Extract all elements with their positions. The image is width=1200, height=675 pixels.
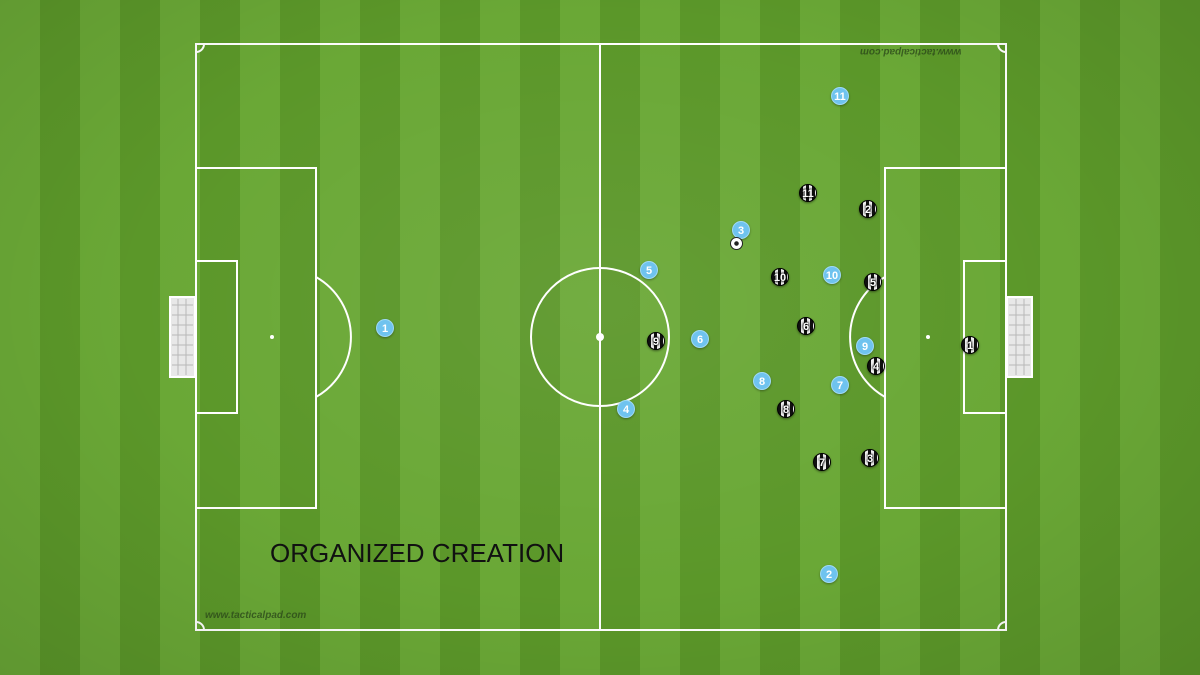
home-player-3[interactable]: 3	[732, 221, 750, 239]
away-player-1[interactable]: 1	[961, 336, 979, 354]
left-goal	[169, 296, 196, 378]
away-player-2[interactable]: 2	[859, 200, 877, 218]
diagram-title: ORGANIZED CREATION	[270, 538, 565, 568]
home-player-10[interactable]: 10	[823, 266, 841, 284]
home-player-5[interactable]: 5	[640, 261, 658, 279]
away-player-11[interactable]: 11	[799, 184, 817, 202]
watermark-bottom: www.tacticalpad.com	[205, 610, 307, 621]
away-player-9[interactable]: 9	[647, 332, 665, 350]
away-player-4[interactable]: 4	[867, 357, 885, 375]
away-player-7[interactable]: 7	[813, 453, 831, 471]
right-goal	[1006, 296, 1033, 378]
home-player-1[interactable]: 1	[376, 319, 394, 337]
away-player-5[interactable]: 5	[864, 273, 882, 291]
home-player-11[interactable]: 11	[831, 87, 849, 105]
ball-icon[interactable]	[730, 237, 743, 250]
away-player-3[interactable]: 3	[861, 449, 879, 467]
away-player-10[interactable]: 10	[771, 268, 789, 286]
home-player-8[interactable]: 8	[753, 372, 771, 390]
home-player-2[interactable]: 2	[820, 565, 838, 583]
home-player-4[interactable]: 4	[617, 400, 635, 418]
watermark-top: www.tacticalpad.com	[860, 46, 962, 57]
home-player-9[interactable]: 9	[856, 337, 874, 355]
home-player-6[interactable]: 6	[691, 330, 709, 348]
away-player-6[interactable]: 6	[797, 317, 815, 335]
home-player-7[interactable]: 7	[831, 376, 849, 394]
away-player-8[interactable]: 8	[777, 400, 795, 418]
